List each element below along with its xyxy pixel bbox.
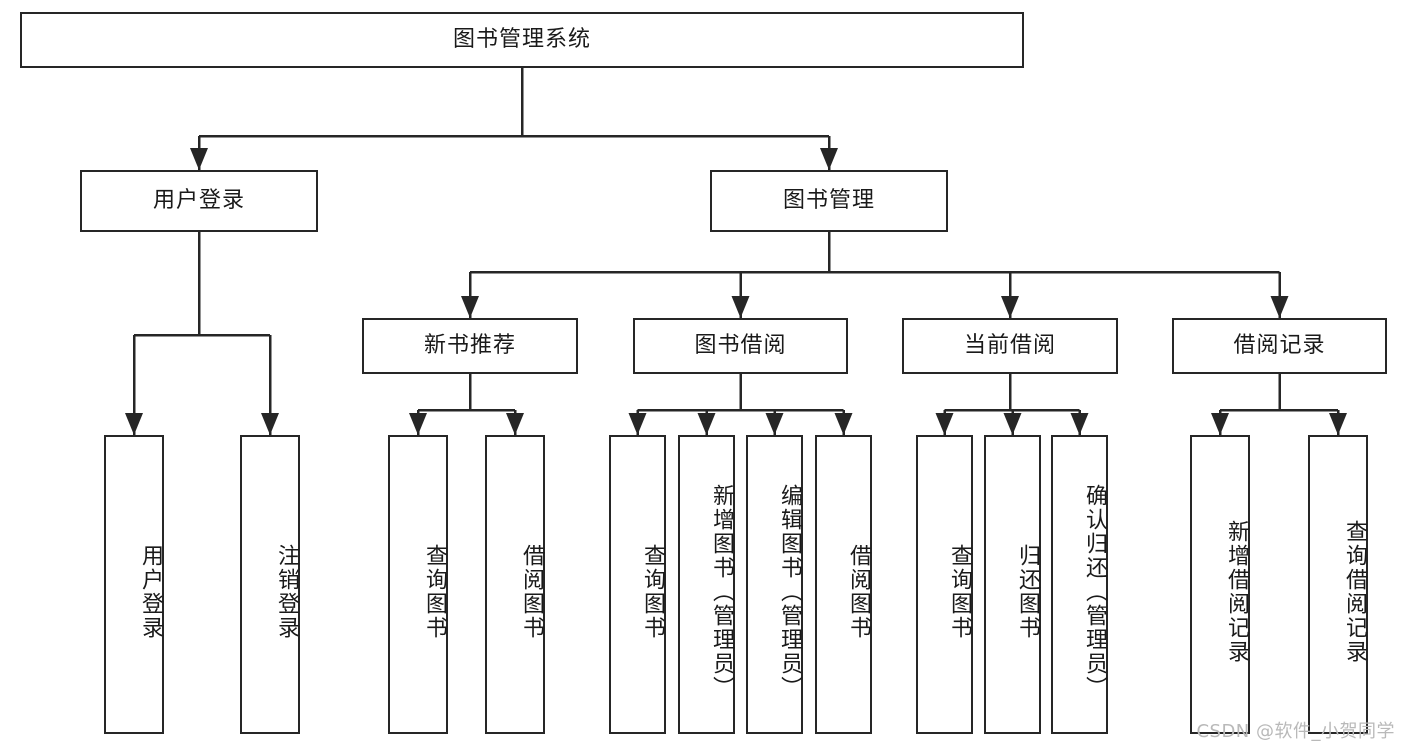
node-c_query[interactable]: 查询图书 bbox=[916, 435, 973, 734]
node-r_add[interactable]: 新增借阅记录 bbox=[1190, 435, 1250, 734]
node-label: 查询图书 bbox=[947, 543, 972, 640]
watermark-text: CSDN @软件_小贺同学 bbox=[1196, 721, 1395, 742]
node-login[interactable]: 用户登录 bbox=[80, 170, 318, 232]
node-r_query[interactable]: 查询借阅记录 bbox=[1308, 435, 1368, 734]
node-label: 查询图书 bbox=[640, 543, 665, 640]
node-label: 新增借阅记录 bbox=[1224, 519, 1249, 664]
node-label: 确认归还（管理员） bbox=[1082, 483, 1107, 700]
node-n_borrow[interactable]: 借阅图书 bbox=[485, 435, 545, 734]
node-label: 查询图书 bbox=[422, 543, 447, 640]
node-label: 新书推荐 bbox=[423, 332, 516, 358]
node-n_query[interactable]: 查询图书 bbox=[388, 435, 448, 734]
node-label: 归还图书 bbox=[1015, 543, 1040, 640]
node-label: 借阅记录 bbox=[1233, 332, 1326, 358]
node-current[interactable]: 当前借阅 bbox=[902, 318, 1118, 374]
node-label: 当前借阅 bbox=[963, 332, 1056, 358]
node-label: 注销登录 bbox=[274, 543, 299, 640]
node-label: 图书借阅 bbox=[694, 332, 787, 358]
node-l_logout[interactable]: 注销登录 bbox=[240, 435, 300, 734]
node-bookmgmt[interactable]: 图书管理 bbox=[710, 170, 948, 232]
node-label: 用户登录 bbox=[152, 187, 245, 213]
node-records[interactable]: 借阅记录 bbox=[1172, 318, 1387, 374]
node-l_login[interactable]: 用户登录 bbox=[104, 435, 164, 734]
node-label: 用户登录 bbox=[138, 543, 163, 640]
node-root[interactable]: 图书管理系统 bbox=[20, 12, 1024, 68]
node-newbook[interactable]: 新书推荐 bbox=[362, 318, 578, 374]
node-c_confirm[interactable]: 确认归还（管理员） bbox=[1051, 435, 1108, 734]
node-label: 图书管理系统 bbox=[452, 26, 591, 52]
node-label: 图书管理 bbox=[782, 187, 875, 213]
node-b_lend[interactable]: 借阅图书 bbox=[815, 435, 872, 734]
node-b_query[interactable]: 查询图书 bbox=[609, 435, 666, 734]
node-b_add[interactable]: 新增图书（管理员） bbox=[678, 435, 735, 734]
node-label: 借阅图书 bbox=[846, 543, 871, 640]
node-borrow[interactable]: 图书借阅 bbox=[633, 318, 848, 374]
node-label: 编辑图书（管理员） bbox=[777, 483, 802, 700]
node-b_edit[interactable]: 编辑图书（管理员） bbox=[746, 435, 803, 734]
node-label: 借阅图书 bbox=[519, 543, 544, 640]
node-c_return[interactable]: 归还图书 bbox=[984, 435, 1041, 734]
node-label: 查询借阅记录 bbox=[1342, 519, 1367, 664]
node-label: 新增图书（管理员） bbox=[709, 483, 734, 700]
